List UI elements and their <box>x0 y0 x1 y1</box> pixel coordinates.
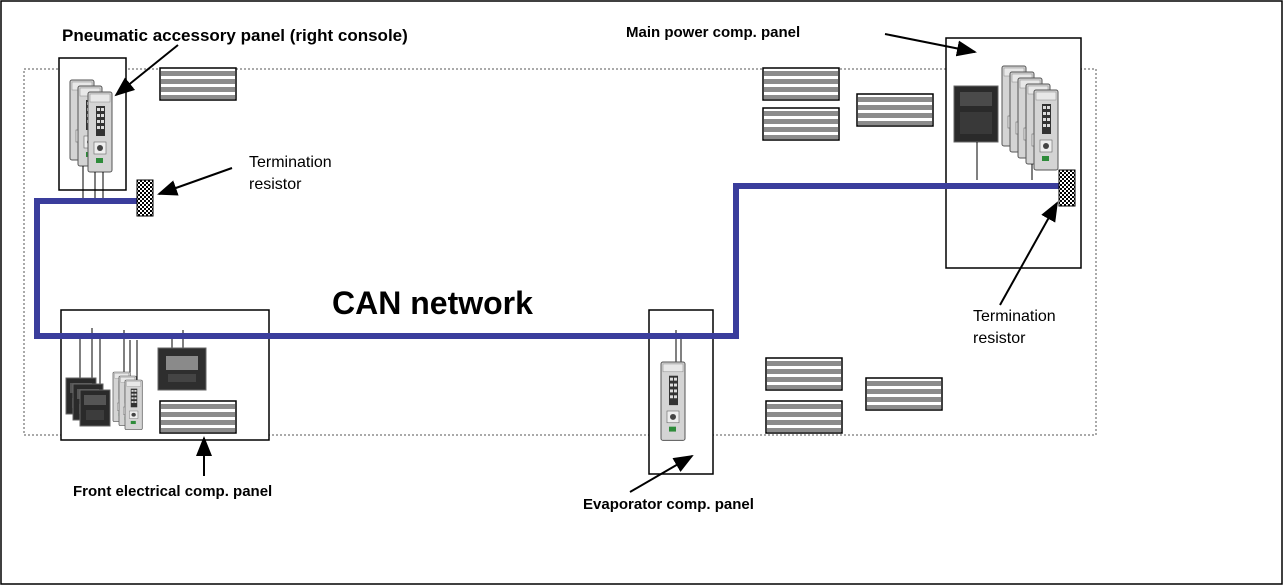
main-power-panel <box>945 37 1082 269</box>
terminal-block-icon <box>865 377 943 411</box>
dotted-boundary <box>23 68 1097 436</box>
terminal-block-icon <box>159 400 237 434</box>
main-power-panel-label: Main power comp. panel <box>626 24 800 41</box>
arrow-evaporator <box>629 454 694 493</box>
plc-module-icon <box>87 91 113 173</box>
termination-left-label-1: Termination <box>249 154 332 171</box>
plc-module-icon <box>1033 89 1059 171</box>
termination-right-label-2: resistor <box>973 330 1026 347</box>
terminal-block-icon <box>762 107 840 141</box>
terminal-block-icon <box>765 357 843 391</box>
arrow-pneumatic <box>114 44 179 97</box>
resistor-icon <box>136 179 154 217</box>
pneumatic-accessory-panel <box>58 57 127 200</box>
relay-icon <box>79 389 111 427</box>
terminal-block-icon <box>762 67 840 101</box>
plc-module-icon <box>124 379 143 430</box>
resistor-icon <box>1058 169 1076 207</box>
terminal-block-icon <box>856 93 934 127</box>
termination-left-label-2: resistor <box>249 176 302 193</box>
terminal-block-icon <box>159 67 237 101</box>
arrow-termination-left <box>157 167 233 196</box>
relay-icon <box>953 85 999 143</box>
relay-icon <box>157 347 207 391</box>
arrow-termination-right <box>999 201 1058 306</box>
terminal-block-icon <box>765 400 843 434</box>
termination-right-label-1: Termination <box>973 308 1056 325</box>
front-electrical-panel-label: Front electrical comp. panel <box>73 483 272 500</box>
arrow-main-power <box>884 33 977 57</box>
can-bus-line <box>34 183 1064 339</box>
can-network-label: CAN network <box>332 285 533 321</box>
evaporator-panel-label: Evaporator comp. panel <box>583 496 754 513</box>
plc-module-icon <box>660 361 686 441</box>
pneumatic-panel-label: Pneumatic accessory panel (right console… <box>62 26 408 45</box>
